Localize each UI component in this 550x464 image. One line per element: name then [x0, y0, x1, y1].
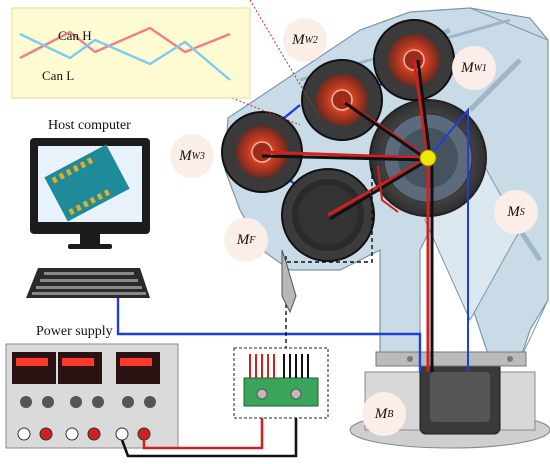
power-supply-unit	[5, 343, 179, 449]
can-l-label: Can L	[42, 68, 75, 83]
inset-leaders	[231, 0, 321, 126]
can-signal-inset	[11, 7, 251, 99]
can-l-trace	[19, 32, 231, 81]
power-supply-caption: Power supply	[36, 324, 113, 339]
host-keyboard	[26, 268, 150, 298]
host-monitor	[30, 138, 150, 249]
terminal-block	[233, 347, 329, 419]
base-assembly	[349, 351, 550, 449]
can-h-label: Can H	[58, 28, 92, 43]
can-comm-cable	[116, 298, 422, 372]
power-wiring	[261, 59, 469, 372]
supply-black-cable	[120, 410, 298, 458]
host-computer-caption: Host computer	[48, 118, 131, 133]
foot-lever	[281, 249, 297, 314]
supply-red-cable	[142, 410, 264, 450]
hub-node	[419, 149, 437, 167]
